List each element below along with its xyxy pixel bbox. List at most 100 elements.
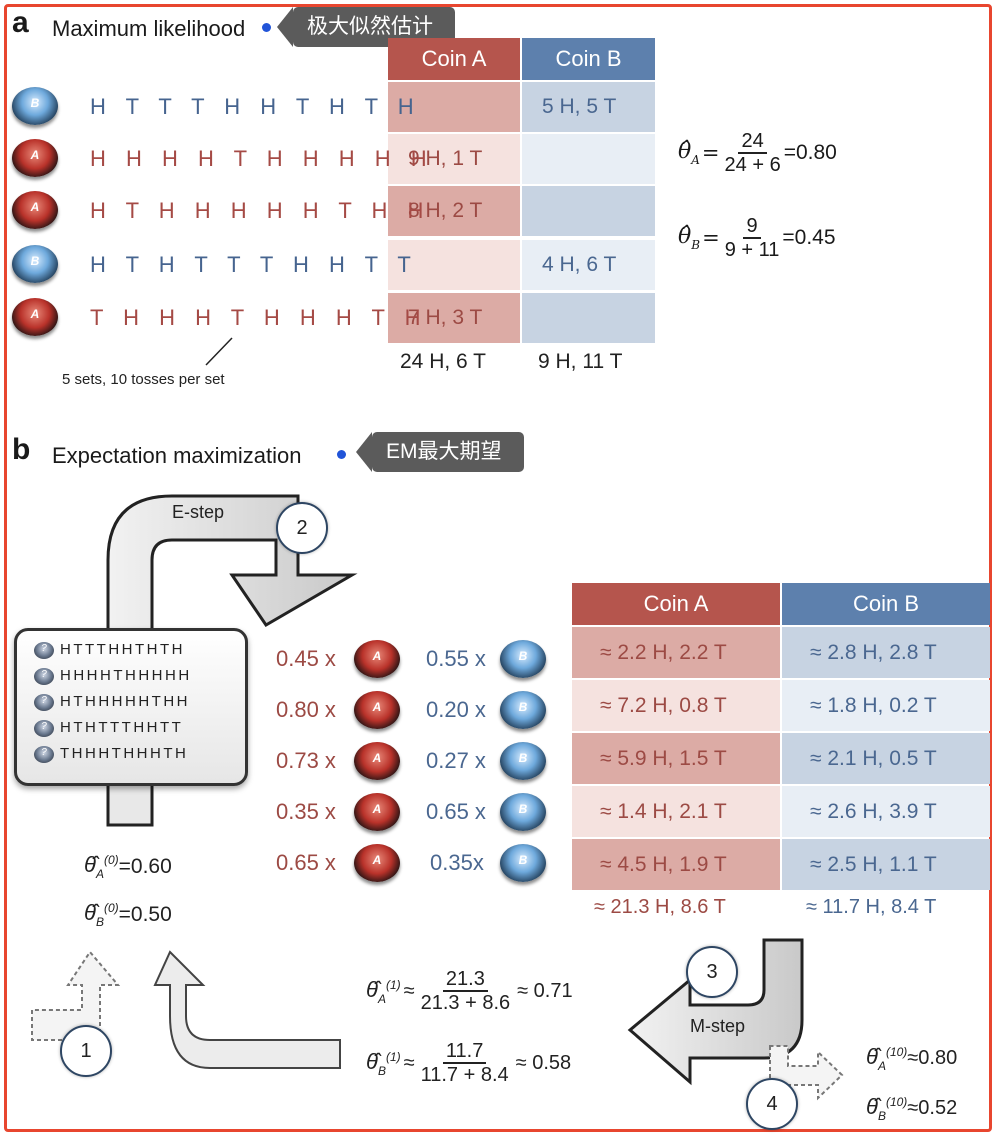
coin-b-header: Coin B bbox=[522, 38, 655, 80]
em-cell-coin-b: ≈ 2.8 H, 2.8 T bbox=[782, 627, 990, 678]
weight-coin-b: 0.27 x bbox=[426, 748, 486, 773]
theta-b-init-value: =0.50 bbox=[118, 902, 172, 926]
coin-label: B bbox=[30, 254, 40, 268]
theta-b-init: θ̂B(0) =0.50 bbox=[84, 900, 172, 929]
coin-label: A bbox=[30, 148, 40, 162]
coin-a-icon: A bbox=[354, 793, 400, 831]
iter1-b-numerator: 11.7 bbox=[442, 1040, 487, 1064]
coin-a-icon: A bbox=[12, 191, 58, 229]
weight-coin-b: 0.35x bbox=[430, 850, 484, 875]
table-cell-coin-a: 8 H, 2 T bbox=[388, 186, 520, 236]
em-cell-coin-b: ≈ 2.6 H, 3.9 T bbox=[782, 786, 990, 837]
theta-a-init: θ̂A(0) =0.60 bbox=[84, 852, 172, 881]
table-cell-coin-b: 4 H, 6 T bbox=[522, 240, 655, 290]
unknown-coin-icon: ? bbox=[34, 720, 54, 737]
toss-sequence: H T H H H H H T H H bbox=[90, 198, 431, 223]
weight-coin-b: 0.65 x bbox=[426, 799, 486, 824]
coin-a-icon: A bbox=[354, 742, 400, 780]
coin-b-icon: B bbox=[500, 793, 546, 831]
em-total-coin-a: ≈ 21.3 H, 8.6 T bbox=[594, 896, 726, 918]
table-cell-coin-a: 7 H, 3 T bbox=[388, 293, 520, 343]
theta-a-denominator: 24 + 6 bbox=[724, 154, 781, 176]
iter1-a-result: ≈ 0.71 bbox=[517, 979, 573, 1002]
weight-coin-a: 0.80 x bbox=[276, 697, 336, 722]
coin-a-icon: A bbox=[354, 691, 400, 729]
em-cell-coin-a: ≈ 2.2 H, 2.2 T bbox=[572, 627, 780, 678]
section-a-letter: a bbox=[12, 6, 29, 39]
coin-b-icon: B bbox=[12, 245, 58, 283]
em-cell-coin-a: ≈ 5.9 H, 1.5 T bbox=[572, 733, 780, 784]
total-coin-a: 24 H, 6 T bbox=[400, 350, 486, 373]
total-coin-b: 9 H, 11 T bbox=[538, 350, 623, 373]
theta-b-final: θ̂B(10) ≈0.52 bbox=[866, 1094, 958, 1123]
em-cell-coin-b: ≈ 2.1 H, 0.5 T bbox=[782, 733, 990, 784]
weight-coin-a: 0.73 x bbox=[276, 748, 336, 773]
theta-b-denominator: 9 + 11 bbox=[724, 239, 780, 261]
em-cell-coin-a: ≈ 1.4 H, 2.1 T bbox=[572, 786, 780, 837]
iter1-b-denominator: 11.7 + 8.4 bbox=[420, 1064, 509, 1086]
coin-label: A bbox=[30, 307, 40, 321]
section-b-letter: b bbox=[12, 433, 31, 466]
step-4-circle: 4 bbox=[746, 1078, 798, 1130]
theta-a-final: θ̂A(10) ≈0.80 bbox=[866, 1044, 958, 1073]
table-cell-coin-a bbox=[388, 240, 520, 290]
step-3-circle: 3 bbox=[686, 946, 738, 998]
table-cell-coin-b bbox=[522, 186, 655, 236]
theta-a-numerator: 24 bbox=[738, 130, 767, 154]
em-cell-coin-a: ≈ 7.2 H, 0.8 T bbox=[572, 680, 780, 731]
step-2-circle: 2 bbox=[276, 502, 328, 554]
weight-coin-a: 0.45 x bbox=[276, 646, 336, 671]
em-cell-coin-b: ≈ 1.8 H, 0.2 T bbox=[782, 680, 990, 731]
coin-b-icon: B bbox=[12, 87, 58, 125]
weight-coin-a: 0.65 x bbox=[276, 850, 336, 875]
coin-a-icon: A bbox=[354, 640, 400, 678]
theta-a-result: =0.80 bbox=[783, 141, 837, 164]
unknown-coin-icon: ? bbox=[34, 642, 54, 659]
step-1-circle: 1 bbox=[60, 1025, 112, 1077]
sets-note: 5 sets, 10 tosses per set bbox=[62, 371, 225, 388]
theta-a-symbol: θ̂A bbox=[678, 139, 700, 167]
em-coin-b-header: Coin B bbox=[782, 583, 990, 625]
theta-b-final-value: ≈0.52 bbox=[907, 1097, 958, 1119]
em-coin-a-header: Coin A bbox=[572, 583, 780, 625]
table-cell-coin-a: 9 H, 1 T bbox=[388, 134, 520, 184]
mini-toss-sequence: HTTTHHTHTH bbox=[60, 641, 185, 658]
em-cell-coin-a: ≈ 4.5 H, 1.9 T bbox=[572, 839, 780, 890]
theta-a-init-value: =0.60 bbox=[118, 854, 172, 878]
mini-toss-sequence: HHHHTHHHHH bbox=[60, 667, 192, 684]
coin-a-icon: A bbox=[354, 844, 400, 882]
annotation-dot[interactable] bbox=[262, 23, 271, 32]
coin-a-icon: A bbox=[12, 298, 58, 336]
section-b-title: Expectation maximization bbox=[52, 443, 302, 468]
theta-b-numerator: 9 bbox=[743, 215, 761, 239]
note-pointer-line bbox=[205, 337, 233, 366]
toss-sequence: H T H T T T H H T T bbox=[90, 252, 418, 277]
em-cell-coin-b: ≈ 2.5 H, 1.1 T bbox=[782, 839, 990, 890]
m-step-label: M-step bbox=[690, 1016, 746, 1036]
e-step-label: E-step bbox=[172, 502, 225, 522]
toss-sequence: H T T T H H T H T H bbox=[90, 94, 421, 119]
section-a-title: Maximum likelihood bbox=[52, 16, 246, 41]
table-cell-coin-b bbox=[522, 293, 655, 343]
theta-b-result: =0.45 bbox=[782, 226, 836, 249]
table-cell-coin-b bbox=[522, 134, 655, 184]
toss-sequence: T H H H T H H H T H bbox=[90, 305, 428, 330]
coin-b-icon: B bbox=[500, 742, 546, 780]
coin-a-icon: A bbox=[12, 139, 58, 177]
table-cell-coin-a bbox=[388, 82, 520, 132]
figure-frame bbox=[4, 4, 992, 1132]
unknown-coin-icon: ? bbox=[34, 668, 54, 685]
coin-label: B bbox=[30, 96, 40, 110]
coin-a-header: Coin A bbox=[388, 38, 520, 80]
theta-a-final-value: ≈0.80 bbox=[907, 1047, 958, 1069]
weight-coin-b: 0.55 x bbox=[426, 646, 486, 671]
mini-toss-sequence: THHHTHHHTH bbox=[60, 745, 189, 762]
annotation-tag-b[interactable]: EM最大期望 bbox=[356, 432, 524, 472]
coin-b-icon: B bbox=[500, 640, 546, 678]
annotation-dot[interactable] bbox=[337, 450, 346, 459]
iter1-a-numerator: 21.3 bbox=[442, 968, 488, 992]
coin-b-icon: B bbox=[500, 844, 546, 882]
